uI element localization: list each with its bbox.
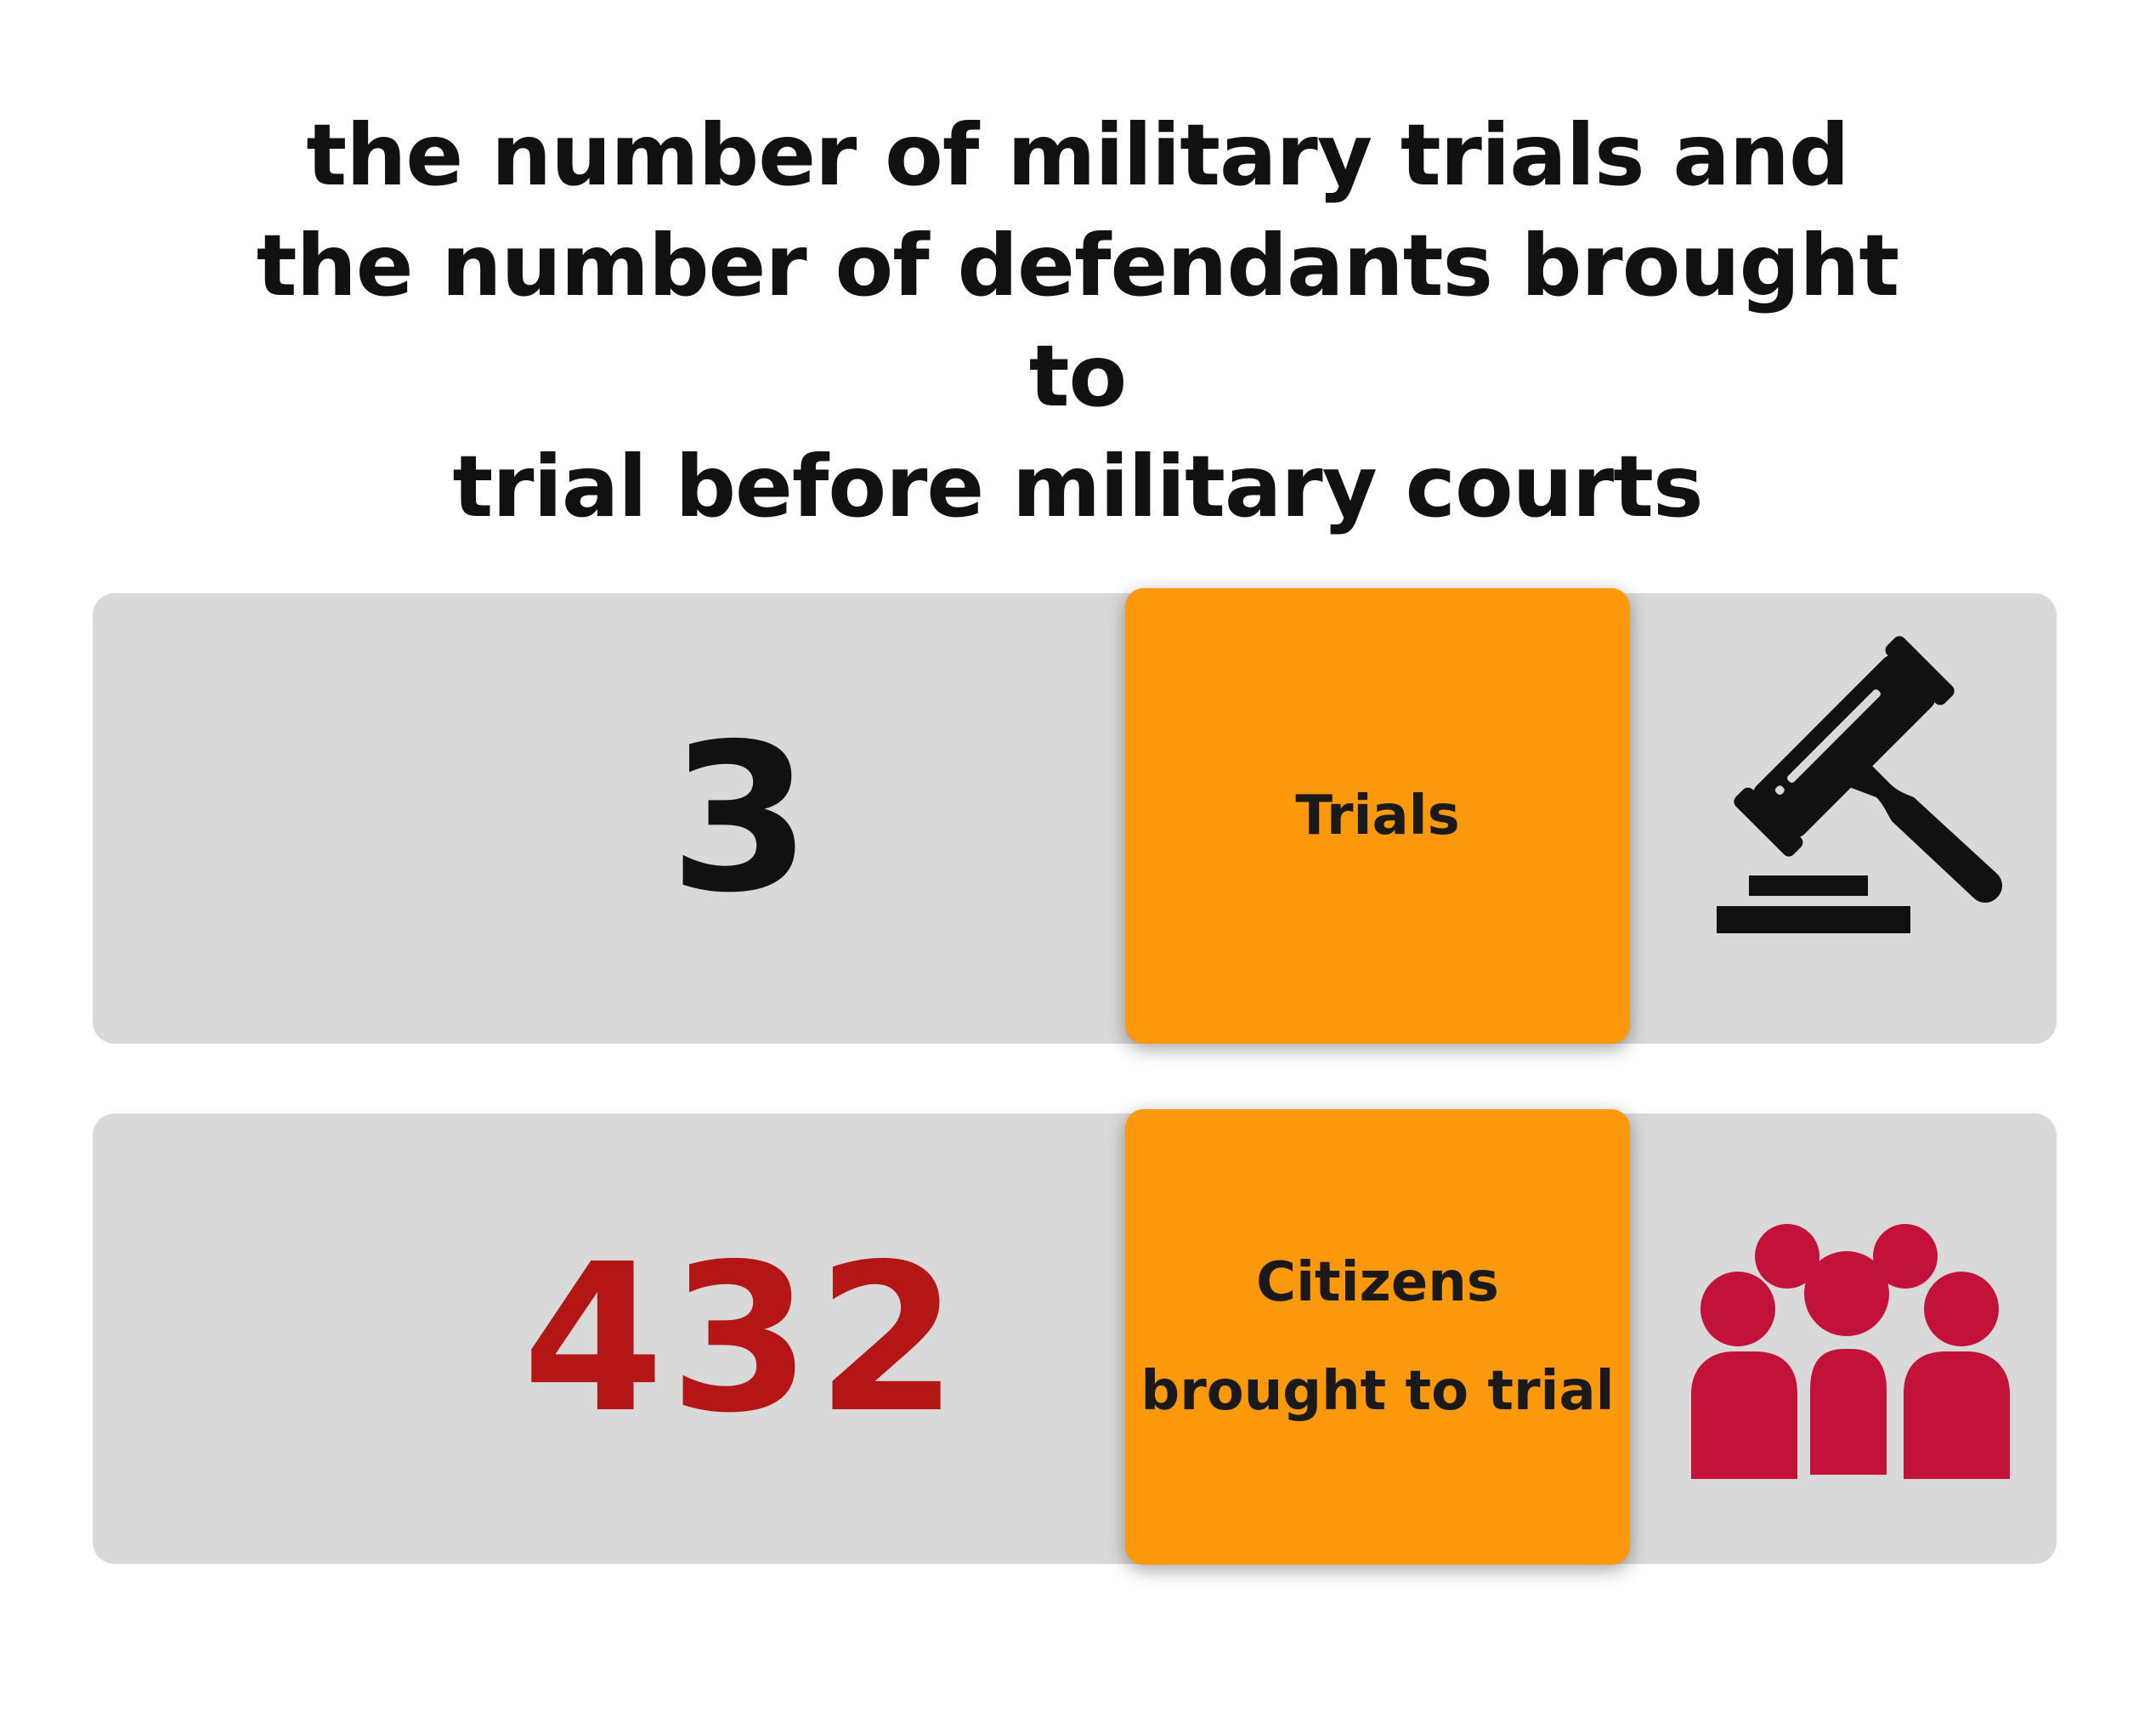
stat-label-trials: Trials: [1295, 785, 1460, 847]
gavel-icon: [1717, 636, 2002, 933]
stat-label-box-trials: Trials: [1125, 588, 1630, 1044]
stat-label-citizens: Citizens brought to trial: [1140, 1251, 1615, 1423]
stat-value-trials: 3: [669, 700, 817, 938]
stat-card-trials: 3: [93, 593, 2057, 1044]
stat-value-citizens: 432: [522, 1220, 964, 1458]
people-group-icon: [1691, 1224, 2010, 1479]
title-line-1: the number of military trials and: [306, 105, 1849, 205]
title-line-2: the number of defendants brought to: [256, 216, 1899, 426]
stat-label-box-citizens: Citizens brought to trial: [1125, 1109, 1630, 1565]
title-line-3: trial before military courts: [452, 437, 1704, 536]
stat-card-citizens: 432: [93, 1113, 2057, 1564]
page-title: the number of military trials and the nu…: [228, 100, 1927, 542]
